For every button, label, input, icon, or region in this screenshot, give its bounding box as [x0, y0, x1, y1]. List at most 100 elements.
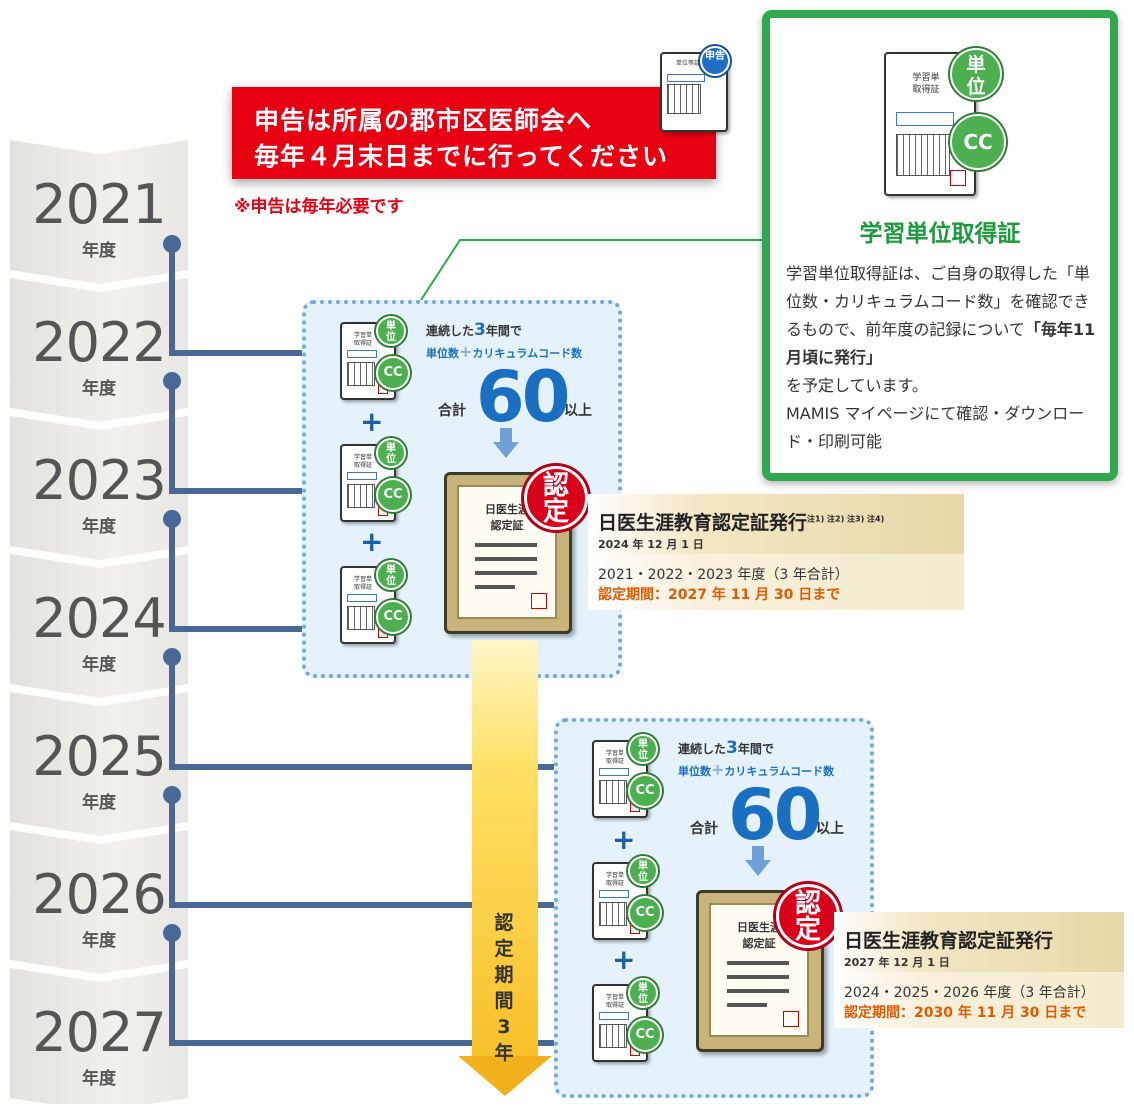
issue-2-heading: 日医生涯教育認定証発行 [844, 930, 1054, 952]
validity-char: 間 [494, 990, 514, 1012]
condition-text: 年間で [485, 324, 522, 338]
unit-badge-icon: 単位 [628, 978, 658, 1008]
card-title-line2: 取得証 [605, 1002, 624, 1009]
validity-char: 3 [497, 1016, 511, 1038]
condition-line-2: 単位数+カリキュラムコード数 [426, 342, 582, 361]
connector-2021 [169, 244, 330, 356]
condition-text: 年間で [737, 742, 774, 756]
year-chevron [10, 692, 188, 836]
issue-1-years: 2021・2022・2023 年度（3 年合計） [598, 567, 849, 583]
condition-plus: + [711, 760, 725, 779]
certificate-title-1: 日医生涯 [737, 921, 781, 934]
down-arrow-icon [493, 442, 519, 458]
year-label-2021: 2021 年度 [10, 150, 188, 282]
condition-text: 連続した [426, 324, 475, 338]
seal-char: 定 [542, 497, 569, 527]
timeline-dot-2025 [163, 786, 181, 804]
cc-badge-icon: CC [628, 774, 662, 808]
doc-title-line2: 取得証 [912, 85, 940, 95]
year-unit: 年度 [82, 793, 116, 813]
timeline-chevron-band [10, 140, 188, 1104]
condition-line-1: 連続した3年間で [426, 320, 522, 340]
card-grid [347, 606, 375, 630]
badge-char: 単 [386, 443, 396, 454]
card-cells [347, 350, 377, 358]
year-unit: 年度 [82, 379, 116, 399]
condition-line-1: 連続した3年間で [678, 738, 774, 758]
badge-char: 単 [386, 565, 396, 576]
report-form-title: 単位等証 [675, 60, 700, 67]
issue-1-heading: 日医生涯教育認定証発行注1) 注2) 注3) 注4) [598, 508, 884, 535]
badge-char: 位 [386, 576, 396, 587]
badge-char: 単 [638, 861, 648, 872]
connector-2023 [169, 519, 330, 632]
unit-badge-icon: 単位 [628, 734, 658, 764]
card-cells [347, 472, 377, 480]
year-label-2026: 2026 年度 [10, 840, 188, 972]
badge-char: 位 [386, 332, 396, 343]
card-title: 学習単取得証 [598, 994, 632, 1010]
certificate-title-2: 認定証 [742, 937, 776, 950]
year-unit: 年度 [82, 241, 116, 261]
certificate-line [727, 989, 789, 993]
issue-2-period: 認定期間：2030 年 11 月 30 日まで [844, 1005, 1087, 1021]
card-title: 学習単取得証 [346, 576, 380, 592]
validity-char: 年 [494, 1042, 514, 1064]
deadline-banner: 申告は所属の郡市区医師会へ 毎年４月末日までに行ってください [232, 87, 716, 179]
card-grid [599, 780, 627, 804]
certificate-icon: 日医生涯認定証 [696, 890, 824, 1052]
year-chevron [10, 140, 188, 284]
banner-line-1: 申告は所属の郡市区医師会へ [254, 106, 593, 135]
card-grid [347, 362, 375, 386]
report-badge-icon: 申告 [700, 46, 730, 76]
badge-char: 位 [386, 454, 396, 465]
total-value: 60 [476, 356, 570, 438]
year-number: 2026 [32, 863, 166, 926]
badge-char: 位 [966, 76, 986, 98]
annual-note: ※申告は毎年必要です [234, 197, 404, 217]
plus-icon: + [612, 943, 636, 976]
down-arrow-stem [500, 428, 512, 442]
doc-title-line1: 学習単 [912, 73, 940, 83]
connector-2026 [169, 933, 573, 1046]
validity-arrow-stem [472, 640, 538, 1060]
condition-years-number: 3 [474, 320, 486, 340]
certificate-line [727, 1003, 767, 1007]
issue-2-years: 2024・2025・2026 年度（3 年合計） [844, 985, 1095, 1001]
condition-line-2: 単位数+カリキュラムコード数 [678, 760, 834, 779]
timeline-dot-2021 [163, 235, 181, 253]
validity-char: 定 [494, 938, 514, 960]
card-cells [347, 594, 377, 602]
year-chevron [10, 554, 188, 698]
info-text-bold: 「毎年11月頃に発行」 [786, 320, 1096, 367]
year-chevron [10, 278, 188, 422]
unit-badge-icon: 単位 [376, 560, 406, 590]
cc-badge-icon: CC [376, 356, 410, 390]
info-text-2: を予定しています。 [786, 376, 928, 395]
year-number: 2024 [32, 587, 166, 650]
year-chevron [10, 416, 188, 560]
connector-2025 [169, 795, 573, 908]
card-title-line2: 取得証 [605, 758, 624, 765]
cc-badge-icon: CC [628, 1018, 662, 1052]
seal-char: 定 [794, 915, 821, 945]
card-cells [599, 890, 629, 898]
info-box-title: 学習単位取得証 [859, 221, 1021, 247]
year-number: 2021 [32, 173, 166, 236]
card-cells [599, 768, 629, 776]
year-unit: 年度 [82, 931, 116, 951]
certificate-stamp [531, 593, 547, 609]
badge-char: 位 [638, 872, 648, 883]
cc-badge-icon: CC [376, 478, 410, 512]
info-text-1: 学習単位取得証は、ご自身の取得した「単位数・カリキュラムコード数」を確認できるも… [786, 264, 1091, 339]
card-grid [347, 484, 375, 508]
seal-char: 認 [542, 471, 569, 501]
validity-period-label: 認 定 期 間 3 年 [489, 910, 519, 1066]
unit-badge-icon: 単 位 [950, 48, 1002, 100]
card-title-line1: 学習単 [353, 332, 372, 339]
